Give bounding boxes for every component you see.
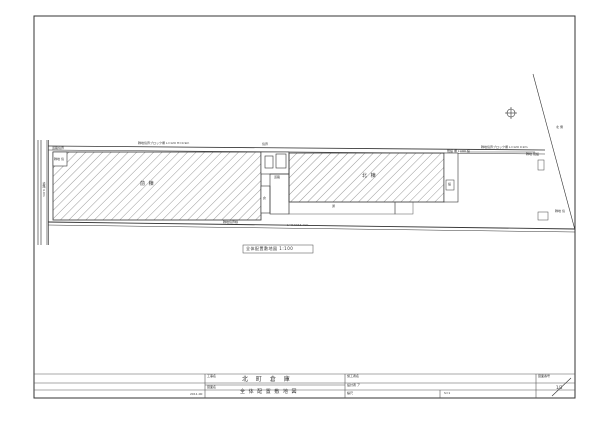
drawing-title-box [242,244,314,254]
building-mid-label: 倉 [263,196,267,200]
title-block [34,373,575,398]
note-bottom-b: L=0.1111 mm [287,223,309,227]
note-top-right-c: 隣地 既設 [526,152,539,156]
project-label: 工事名 [207,374,217,378]
note-top-left-b: 隣地 境 [54,157,64,161]
project-name: 北 町 倉 庫 [242,376,293,383]
note-top-mid: 隣地境界ブロック塀 L=120 H=0.9m [138,141,190,145]
note-top-right: 隣地境界ブロック塀 L=120 0.9m [481,145,528,149]
building-middle [260,151,290,215]
building-west [52,151,262,221]
building-east-annex-label: 設 [448,182,452,186]
date-label: 2011.00 [190,392,203,396]
building-east [288,152,459,215]
site-boundary [47,73,576,233]
drawing-title: 全体配置敷地図 1:100 [246,246,294,251]
drawing-label: 図面名 [207,385,217,389]
contractor-label: 施工者名 [347,374,360,378]
note-mid-gap-a: 境界 [262,142,269,146]
note-left-side: 道路 4.0m [42,182,46,197]
note-top-left-a: 道路境界 [52,146,65,150]
note-bottom-a: 隣地境界線 [223,220,239,224]
note-north: 北 側 [556,125,563,129]
sheet-border [33,15,576,399]
note-mid-gap-b: 道路 [274,175,281,179]
drawing-name: 全 体 配 置 敷 地 図 [240,389,298,395]
note-right: 隣地 境 [555,209,565,213]
right-details [460,151,549,221]
sheet-number: 1/3 [556,385,563,390]
road-lines [37,140,49,245]
scale-label: 縮尺 [347,391,354,395]
scale-value: S=1 [444,391,451,395]
building-west-label: 前 棟 [140,181,155,187]
note-top-right-b: 既設 塀 L=60 設 [447,149,470,153]
building-east-label: 北 棟 [362,173,377,179]
designer-label: 設計者 ア [347,383,360,387]
sheet-label: 図面番号 [538,374,551,378]
building-passage-label: 通 [332,204,336,208]
north-arrow-icon [505,107,517,119]
